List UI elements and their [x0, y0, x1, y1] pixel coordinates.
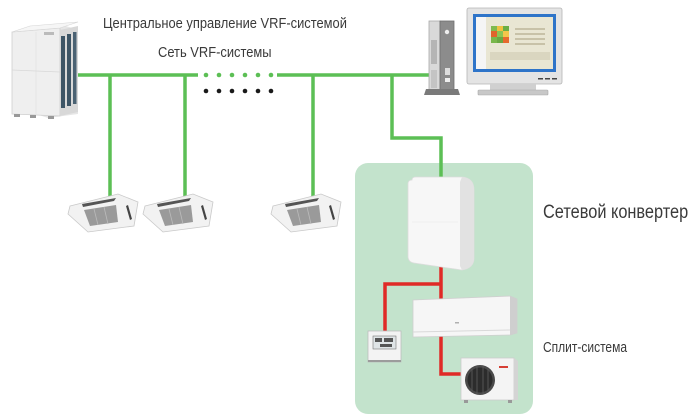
network-converter-label: Сетевой конвертер — [543, 202, 689, 223]
continuation-dot-black — [229, 88, 235, 94]
ceiling-cassette-icon — [142, 193, 214, 233]
split-system-label: Сплит-система — [543, 339, 628, 356]
continuation-dot-green — [255, 72, 261, 78]
continuation-dot-black — [268, 88, 274, 94]
split-system-lines — [383, 265, 463, 376]
vrf-network-label: Сеть VRF-системы — [158, 44, 272, 61]
continuation-dot-black — [255, 88, 261, 94]
wired-remote-controller-icon — [367, 330, 402, 363]
branch-converter — [390, 75, 443, 182]
continuation-dot-black — [242, 88, 248, 94]
network-converter-icon — [407, 176, 475, 271]
continuation-dot-green — [216, 72, 222, 78]
monitor-icon — [466, 7, 563, 96]
continuation-dot-green — [203, 72, 209, 78]
continuation-dot-green — [229, 72, 235, 78]
continuation-dot-green — [268, 72, 274, 78]
vrf-network-lines — [76, 73, 443, 197]
split-outdoor-unit-icon — [460, 357, 518, 403]
continuation-dot-black — [216, 88, 222, 94]
vrf-outdoor-unit-icon — [11, 21, 79, 119]
ceiling-cassette-icon — [67, 193, 139, 233]
computer-tower-icon — [424, 20, 460, 95]
ceiling-cassette-icon — [270, 193, 342, 233]
continuation-dot-green — [242, 72, 248, 78]
wall-split-indoor-unit-icon — [412, 295, 518, 338]
red-to-controller — [383, 282, 441, 332]
continuation-dots-black — [203, 88, 274, 94]
central-control-label: Центральное управление VRF-системой — [103, 15, 347, 32]
continuation-dots-green — [203, 72, 274, 78]
red-to-outdoor — [439, 334, 463, 376]
continuation-dot-black — [203, 88, 209, 94]
